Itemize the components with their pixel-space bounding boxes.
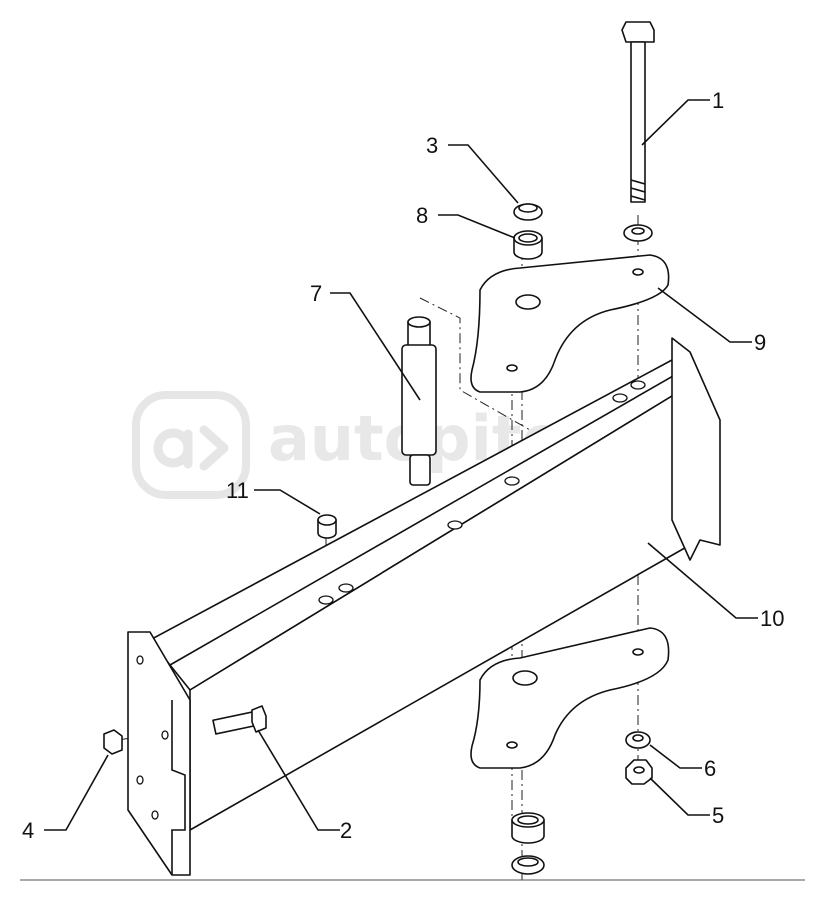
nut-part-5 xyxy=(625,759,653,785)
pin-part-7 xyxy=(401,316,437,486)
leader-lines xyxy=(44,99,758,831)
plate-part-9 xyxy=(470,254,670,393)
callout-5: 5 xyxy=(712,803,724,828)
callout-10: 10 xyxy=(760,606,784,631)
callout-1: 1 xyxy=(712,88,724,113)
callout-4: 4 xyxy=(22,818,34,843)
washer-part xyxy=(623,224,653,242)
nut-part-4 xyxy=(103,729,123,755)
plate-lower xyxy=(470,627,670,769)
bolt-part-1 xyxy=(621,21,655,203)
callout-6: 6 xyxy=(704,756,716,781)
callout-3: 3 xyxy=(426,133,438,158)
plug-part-11 xyxy=(317,514,337,539)
bolt-part-2 xyxy=(212,705,267,735)
bushing-part-8 xyxy=(513,230,543,260)
callout-2: 2 xyxy=(340,818,352,843)
watermark-logo-glyph xyxy=(153,425,229,471)
washer-part-6 xyxy=(625,731,651,749)
callout-8: 8 xyxy=(416,203,428,228)
callout-11: 11 xyxy=(226,478,249,503)
beam-part-10 xyxy=(127,337,721,876)
ring-part-3 xyxy=(513,203,543,221)
callout-7: 7 xyxy=(310,281,322,306)
bushing-lower xyxy=(511,812,545,875)
callout-9: 9 xyxy=(754,330,766,355)
